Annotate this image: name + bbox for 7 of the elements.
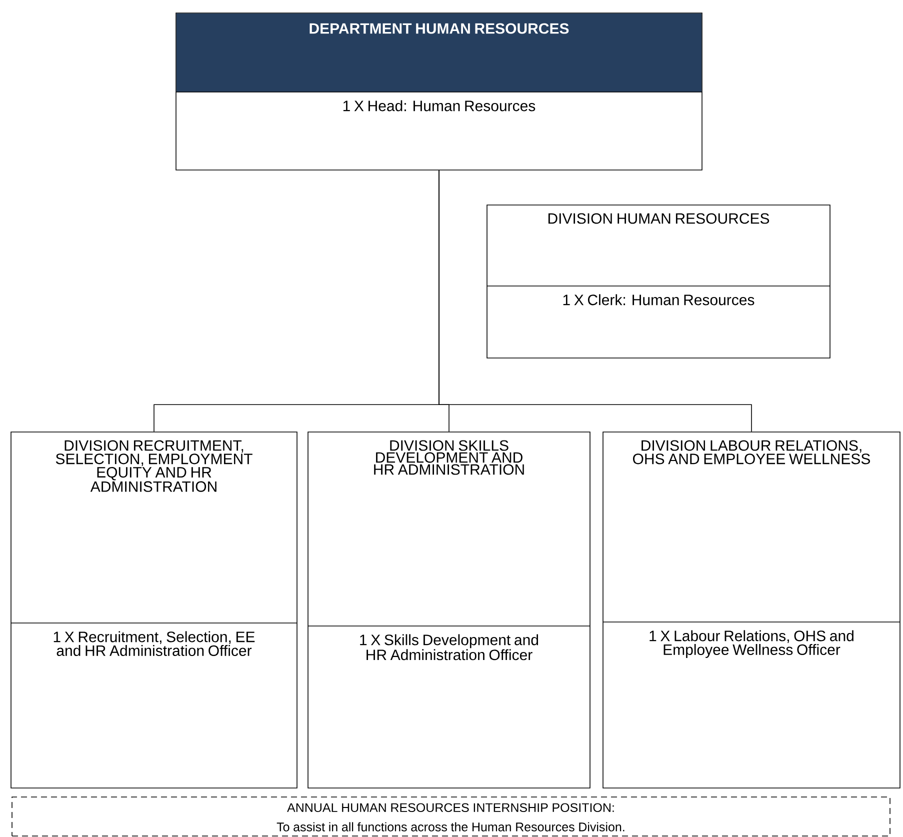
org-box: DIVISION RECRUITMENT, SELECTION, EMPLOYMENT EQUITY AND HR ADMINISTRATION 1 X Recruitment, Selection, EE and HR Administration Officer <box>10 432 298 788</box>
org-box: DIVISION LABOUR RELATIONS, OHS AND EMPLOYEE WELLNESS 1 X Labour Relations, OHS and Employee Wellness Officer <box>602 432 900 788</box>
connector-line <box>438 170 752 432</box>
org-box: DIVISION SKILLS DEVELOPMENT AND HR ADMINISTRATION 1 X Skills Development and HR Administration Officer <box>308 432 590 788</box>
org-box: DEPARTMENT HUMAN RESOURCES 1 X Head: Human Resources <box>176 12 702 170</box>
note-box: ANNUAL HUMAN RESOURCES INTERNSHIP POSITION: To assist in all functions across the Human Resources Division. <box>12 796 890 836</box>
org-box: DIVISION HUMAN RESOURCES 1 X Clerk: Human Resources <box>486 204 830 358</box>
